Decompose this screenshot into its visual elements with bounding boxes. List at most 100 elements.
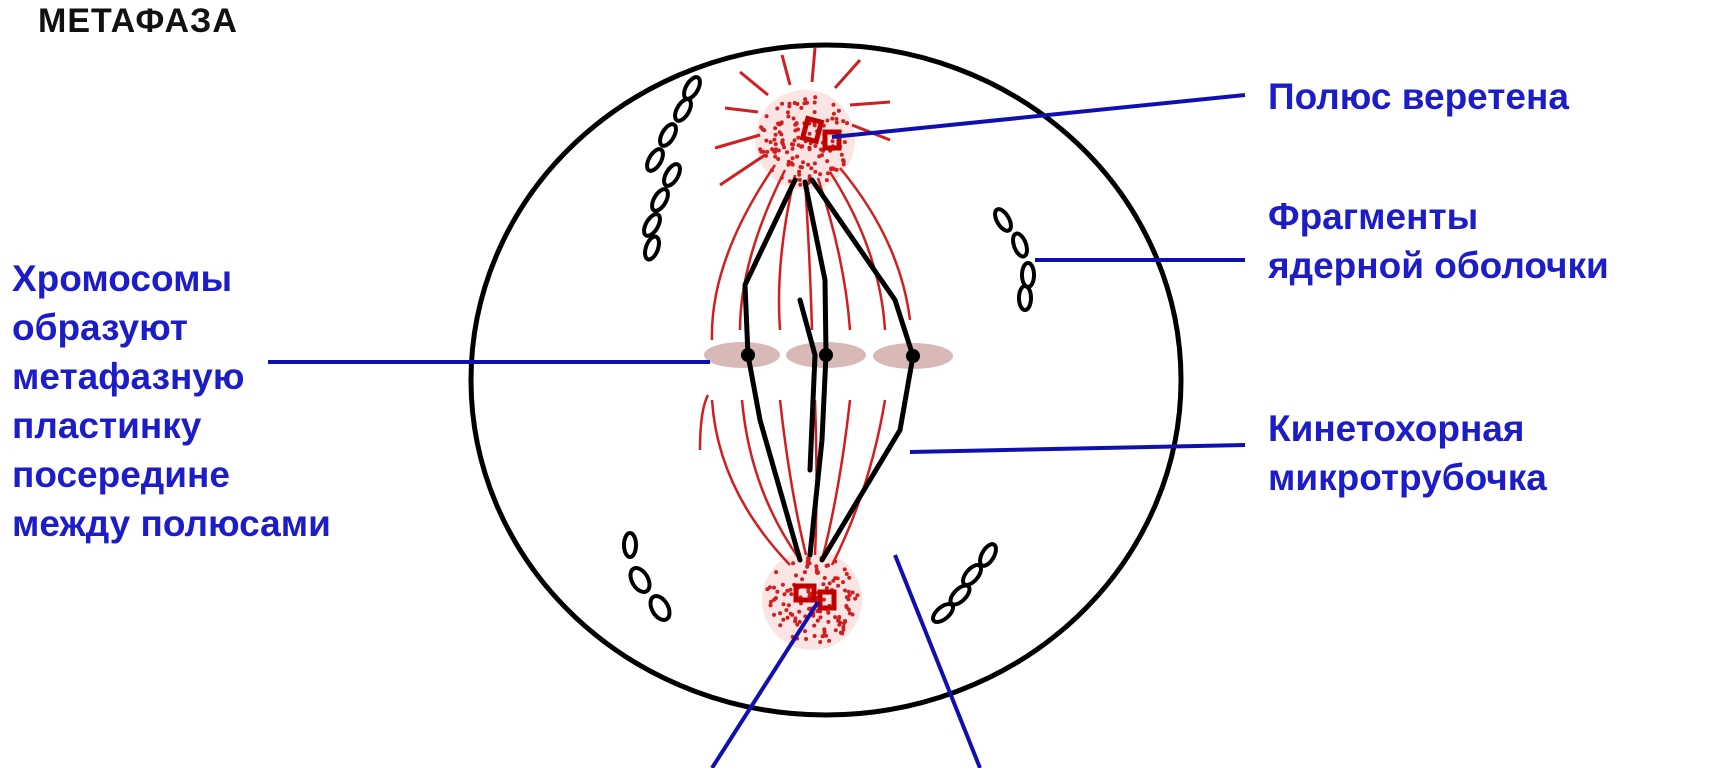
pole-dot bbox=[813, 144, 817, 148]
pole-dot bbox=[774, 133, 778, 137]
pole-dot bbox=[791, 561, 795, 565]
pole-dot bbox=[786, 616, 790, 620]
pole-dot bbox=[793, 129, 797, 133]
pole-dot bbox=[781, 583, 785, 587]
pole-dot bbox=[795, 155, 799, 159]
pole-dot bbox=[795, 121, 799, 125]
pole-dot bbox=[841, 625, 845, 629]
pole-dot bbox=[837, 623, 841, 627]
pole-dot bbox=[759, 125, 763, 129]
pole-dot bbox=[775, 590, 779, 594]
pole-dot bbox=[826, 611, 830, 615]
pole-dot bbox=[800, 577, 804, 581]
pole-dot bbox=[834, 628, 838, 632]
pole-dot bbox=[847, 576, 851, 580]
pole-dot bbox=[780, 102, 784, 106]
pole-dot bbox=[772, 138, 776, 142]
pole-dot bbox=[845, 121, 849, 125]
pole-dot bbox=[835, 117, 839, 121]
pole-dot bbox=[818, 172, 822, 176]
pole-dot bbox=[787, 603, 791, 607]
pole-dot bbox=[831, 579, 835, 583]
pole-dot bbox=[796, 136, 800, 140]
pole-dot bbox=[808, 174, 812, 178]
pole-dot bbox=[806, 590, 810, 594]
pole-dot bbox=[770, 147, 774, 151]
pole-dot bbox=[825, 564, 829, 568]
lower-spindle-pole bbox=[762, 550, 862, 650]
pole-dot bbox=[844, 604, 848, 608]
pole-dot bbox=[816, 571, 820, 575]
pole-dot bbox=[843, 619, 847, 623]
pole-dot bbox=[797, 143, 801, 147]
pole-dot bbox=[813, 101, 817, 105]
pole-dot bbox=[798, 178, 802, 182]
pole-dot bbox=[799, 106, 803, 110]
pole-dot bbox=[853, 597, 857, 601]
pole-dot bbox=[793, 616, 797, 620]
pole-dot bbox=[823, 576, 827, 580]
pole-dot bbox=[842, 162, 846, 166]
pole-dot bbox=[831, 139, 835, 143]
pole-dot bbox=[830, 117, 834, 121]
pole-dot bbox=[797, 610, 801, 614]
kinetochore-microtubules bbox=[745, 180, 913, 560]
pole-dot bbox=[776, 157, 780, 161]
pole-dot bbox=[783, 592, 787, 596]
pole-dot bbox=[809, 166, 813, 170]
pole-dot bbox=[851, 613, 855, 617]
pole-dot bbox=[805, 565, 809, 569]
pole-dot bbox=[801, 160, 805, 164]
pole-dot bbox=[772, 586, 776, 590]
pole-dot bbox=[795, 623, 799, 627]
pole-dot bbox=[785, 150, 789, 154]
pole-dot bbox=[813, 634, 817, 638]
pole-dot bbox=[786, 115, 790, 119]
pole-dot bbox=[818, 640, 822, 644]
pole-dot bbox=[788, 588, 792, 592]
pole-dot bbox=[773, 126, 777, 130]
pole-dot bbox=[774, 570, 778, 574]
pole-dot bbox=[841, 580, 845, 584]
pole-dot bbox=[806, 163, 810, 167]
pole-dot bbox=[781, 618, 785, 622]
pointer-lower-pole bbox=[712, 602, 818, 768]
pole-dot bbox=[775, 107, 779, 111]
pole-dot bbox=[837, 617, 841, 621]
pole-dot bbox=[843, 589, 847, 593]
pole-dot bbox=[851, 591, 855, 595]
pole-dot bbox=[799, 165, 803, 169]
pole-dot bbox=[765, 114, 769, 118]
pole-dot bbox=[824, 634, 828, 638]
pole-dot bbox=[814, 564, 818, 568]
upper-spindle-pole bbox=[755, 90, 855, 190]
pole-dot bbox=[790, 613, 794, 617]
pole-dot bbox=[813, 110, 817, 114]
pole-dot bbox=[825, 178, 829, 182]
pole-dot bbox=[789, 592, 793, 596]
pole-dot bbox=[788, 102, 792, 106]
pole-dot bbox=[813, 95, 817, 99]
pole-dot bbox=[779, 132, 783, 136]
pole-dot bbox=[795, 102, 799, 106]
pole-dot bbox=[765, 150, 769, 154]
pole-dot bbox=[836, 584, 840, 588]
pole-dot bbox=[808, 132, 812, 136]
pole-dot bbox=[832, 112, 836, 116]
pole-dot bbox=[843, 140, 847, 144]
pole-dot bbox=[758, 147, 762, 151]
pole-dot bbox=[813, 170, 817, 174]
pole-dot bbox=[840, 153, 844, 157]
pole-dot bbox=[803, 570, 807, 574]
pole-dot bbox=[832, 103, 836, 107]
pole-dot bbox=[782, 602, 786, 606]
pole-dot bbox=[791, 143, 795, 147]
pole-dot bbox=[791, 156, 795, 160]
pole-dot bbox=[826, 620, 830, 624]
pole-dot bbox=[846, 597, 850, 601]
pole-dot bbox=[784, 608, 788, 612]
pole-dot bbox=[764, 139, 768, 143]
pole-dot bbox=[835, 168, 839, 172]
pole-dot bbox=[841, 119, 845, 123]
